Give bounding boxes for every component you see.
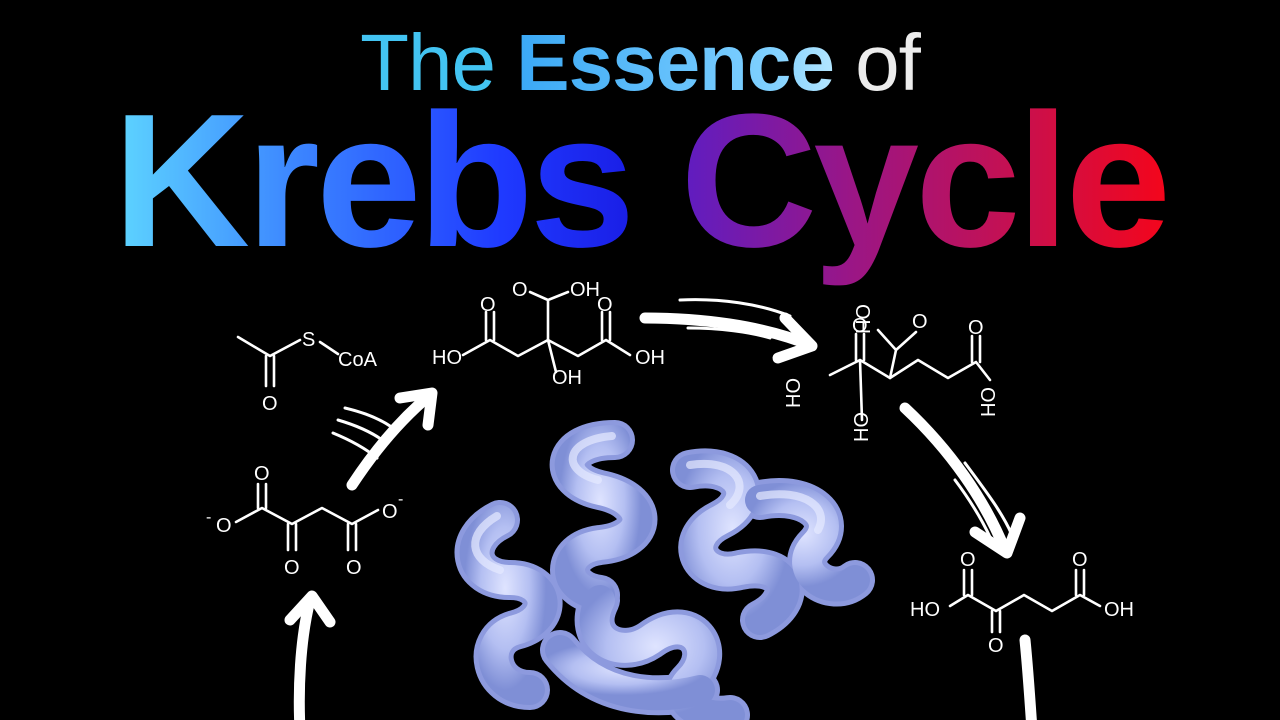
label-o: O xyxy=(988,635,1004,657)
label-o: O xyxy=(852,315,868,337)
label-o: O xyxy=(284,557,300,579)
label-ho: HO xyxy=(432,347,462,369)
arrow-up-left-icon xyxy=(293,594,316,720)
label-o: O xyxy=(1072,549,1088,571)
label-ho: HO xyxy=(851,412,873,442)
label-oh: OH xyxy=(570,279,600,301)
title-word-of: of xyxy=(855,18,921,107)
label-minus: - xyxy=(206,509,211,526)
label-o: O xyxy=(960,549,976,571)
label-o: O xyxy=(968,317,984,339)
protein-ribbon-icon xyxy=(454,420,875,720)
label-o: O xyxy=(512,279,528,301)
citrate-molecule: O OH O HO OH O OH xyxy=(432,279,665,389)
label-o: O xyxy=(597,294,613,316)
label-ho: HO xyxy=(783,378,805,408)
title-word-the: The xyxy=(360,18,496,107)
label-o: O xyxy=(254,463,270,485)
arrow-oaa-to-citrate-icon xyxy=(346,389,436,491)
label-o: O xyxy=(216,515,232,537)
label-s: S xyxy=(302,329,315,351)
cycle-arrows xyxy=(284,298,1037,720)
arrow-akg-down-icon xyxy=(1019,634,1037,720)
acetyl-coa-molecule: S CoA O xyxy=(236,329,378,415)
label-ho: HO xyxy=(910,599,940,621)
label-o: O xyxy=(346,557,362,579)
oxaloacetate-molecule: O O - O O O - xyxy=(206,463,403,579)
arrow-isocitrate-to-akg-icon xyxy=(899,402,1011,556)
title-word-essence: Essence xyxy=(516,18,835,107)
label-o: O xyxy=(480,294,496,316)
arrow-citrate-to-isocitrate-icon xyxy=(639,312,816,351)
label-o: O xyxy=(382,501,398,523)
title-word-cycle: Cycle xyxy=(680,75,1171,287)
label-o: O xyxy=(912,311,928,333)
label-oh: OH xyxy=(552,367,582,389)
alpha-ketoglutarate-molecule: HO O O O OH xyxy=(910,549,1134,657)
label-oh: OH xyxy=(976,387,998,417)
title-line-2: Krebs Cycle xyxy=(0,86,1280,276)
label-o: O xyxy=(262,393,278,415)
label-coa: CoA xyxy=(338,349,378,371)
title-line-1: The Essence of xyxy=(0,18,1280,108)
label-minus: - xyxy=(398,491,403,508)
title-word-krebs: Krebs xyxy=(112,75,636,287)
isocitrate-molecule: O OH O HO HO O OH xyxy=(783,304,998,442)
label-oh: OH xyxy=(851,304,873,334)
label-oh: OH xyxy=(1104,599,1134,621)
label-oh: OH xyxy=(635,347,665,369)
